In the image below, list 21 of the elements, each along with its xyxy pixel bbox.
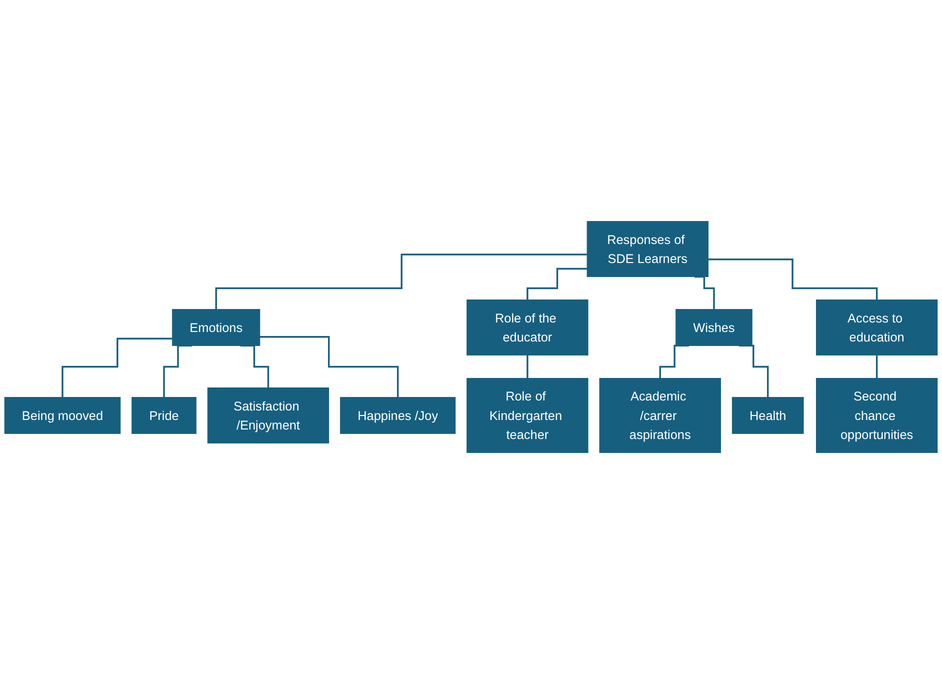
node-box: Academic /carrer aspirations — [599, 378, 721, 453]
node-box: Responses of SDE Learners — [586, 221, 708, 278]
node-box: Role of Kindergarten teacher — [466, 378, 588, 453]
connector — [694, 276, 715, 310]
connector — [62, 338, 172, 398]
node-box: Health — [732, 396, 804, 434]
node-box: Second chance opportunities — [816, 378, 938, 453]
connector — [526, 268, 588, 301]
connector — [526, 354, 528, 380]
node-box: Happines /Joy — [340, 396, 456, 434]
node-box: Satisfaction /Enjoyment — [207, 387, 330, 444]
node-box: Pride — [132, 396, 196, 434]
connector — [260, 336, 399, 398]
connector — [708, 258, 878, 301]
connector — [876, 354, 878, 380]
node-box: Wishes — [676, 309, 752, 346]
node-box: Being mooved — [4, 396, 121, 434]
connector — [215, 254, 588, 310]
node-box: Access to education — [816, 300, 938, 356]
node-box: Emotions — [172, 309, 260, 346]
node-box: Role of the educator — [466, 300, 588, 356]
